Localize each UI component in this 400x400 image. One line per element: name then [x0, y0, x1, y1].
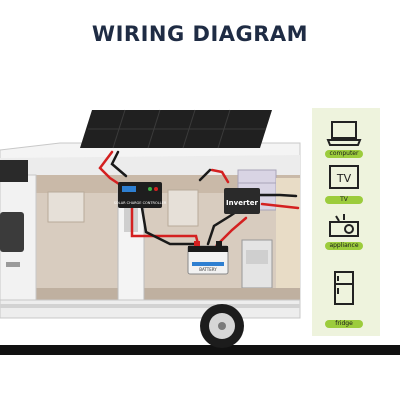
rv-body: [0, 142, 400, 355]
battery-label: BATTERY: [199, 267, 217, 272]
controller-label: SOLAR CHARGE CONTROLLER: [114, 201, 167, 205]
tv-icon: TV: [329, 165, 359, 189]
cab-window: [0, 212, 24, 252]
tv-icon-text: TV: [336, 172, 352, 185]
device-label-computer: computer: [325, 150, 363, 158]
solar-panel: [80, 109, 272, 149]
wiring: [98, 150, 300, 248]
rv-wheel: [200, 304, 244, 348]
inverter-label: Inverter: [226, 199, 258, 207]
road: [0, 345, 400, 355]
laptop-icon: [326, 121, 362, 146]
device-label-fridge: fridge: [325, 320, 363, 328]
device-label-appliance: appliance: [325, 242, 363, 250]
fridge-icon: [334, 271, 354, 305]
page-title: WIRING DIAGRAM: [91, 22, 309, 46]
battery: [187, 241, 229, 275]
projector-icon: [329, 214, 359, 237]
charge-controller: [118, 182, 162, 208]
inverter: [224, 188, 260, 214]
device-label-tv: TV: [325, 196, 363, 204]
